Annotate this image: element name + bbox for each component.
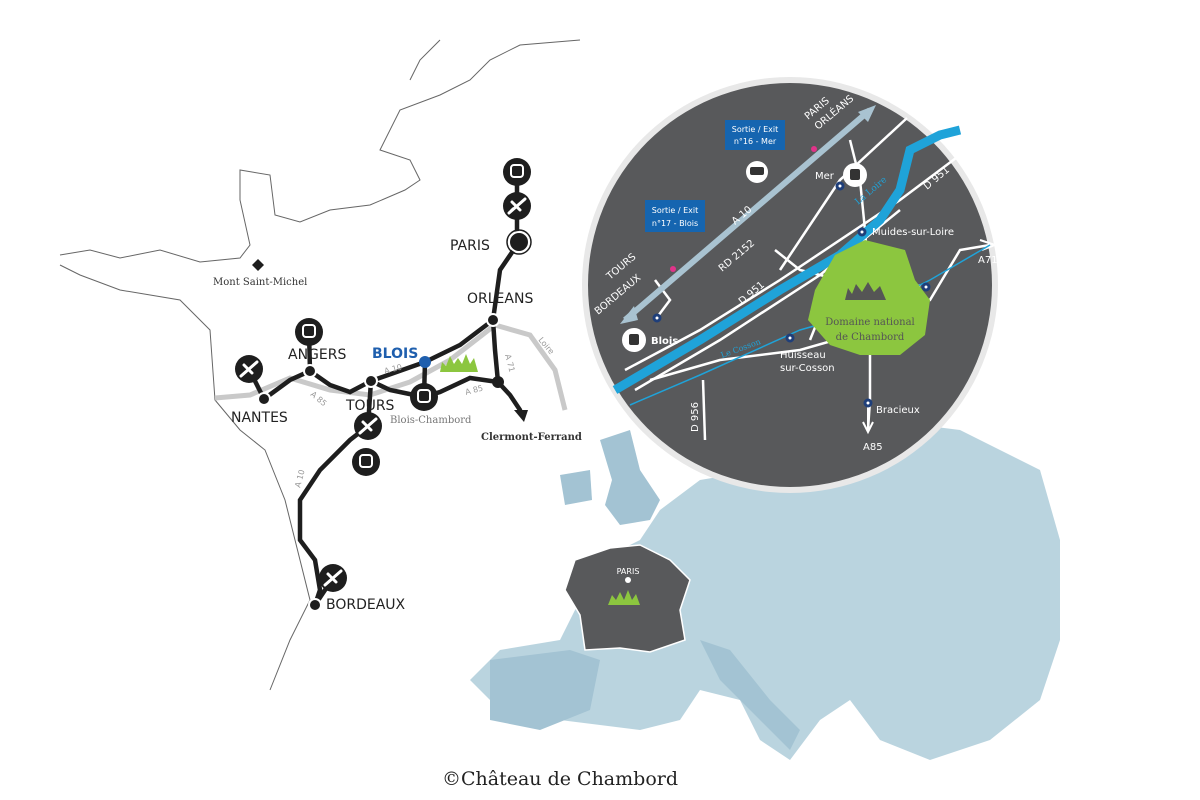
svg-text:Sortie / Exit: Sortie / Exit	[652, 206, 698, 215]
domain-label-1: Domaine national	[825, 317, 914, 328]
exit16-callout: Sortie / Exit n°16 - Mer	[725, 120, 785, 150]
chateau-icon	[608, 590, 640, 605]
italy	[700, 640, 800, 750]
exit17-marker	[670, 266, 676, 272]
bordeaux-plane-icon[interactable]	[319, 564, 347, 592]
bordeaux-node[interactable]	[308, 598, 322, 612]
chambord-inset-map: Domaine national de Chambord Sortie / Ex…	[582, 77, 998, 493]
bordeaux-label: BORDEAUX	[326, 597, 406, 613]
angers-node[interactable]	[303, 364, 317, 378]
tours-label: TOURS	[345, 398, 395, 414]
svg-text:n°16 - Mer: n°16 - Mer	[734, 137, 777, 146]
nantes-node[interactable]	[257, 392, 271, 406]
svg-text:Sortie / Exit: Sortie / Exit	[732, 125, 778, 134]
blois-train-icon	[622, 328, 646, 352]
a10-south-label: A 10	[293, 469, 306, 489]
paris-node[interactable]	[508, 231, 530, 253]
tours-plane-icon[interactable]	[354, 412, 382, 440]
svg-text:n°17 - Blois: n°17 - Blois	[652, 219, 698, 228]
angers-label: ANGERS	[288, 347, 346, 363]
angers-train-icon[interactable]	[295, 318, 323, 346]
paris-train-icon[interactable]	[503, 158, 531, 186]
huisseau-label-1: Huisseau	[780, 350, 826, 361]
mont-saint-michel-label: Mont Saint-Michel	[213, 277, 307, 288]
mer-label: Mer	[815, 171, 835, 182]
junction-node	[492, 376, 504, 388]
mont-saint-michel-marker	[252, 259, 264, 271]
exit16-marker	[811, 146, 817, 152]
a85-west-label: A 85	[309, 390, 329, 409]
france-outline	[59, 39, 581, 691]
chambord-castle-icon	[440, 354, 478, 372]
exit17-callout: Sortie / Exit n°17 - Blois	[645, 200, 705, 232]
europe-landmass	[470, 420, 1060, 760]
blois-label-inset: Blois	[651, 336, 678, 347]
orleans-node[interactable]	[486, 313, 500, 327]
inset-loire-river	[612, 125, 962, 394]
iberia	[490, 650, 600, 730]
blois-chambord-train-icon[interactable]	[410, 383, 438, 411]
a85-label-inset: A85	[863, 442, 883, 453]
blois-node[interactable]	[419, 356, 431, 368]
inset-chateau-icon	[845, 282, 886, 300]
transport-icons	[235, 158, 531, 592]
ireland	[560, 470, 592, 505]
bracieux-label: Bracieux	[876, 405, 920, 416]
muides-label: Muides-sur-Loire	[872, 227, 954, 238]
blois-chambord-label: Blois-Chambord	[390, 415, 472, 426]
domain-label-2: de Chambord	[836, 332, 905, 343]
inset-town-dots	[652, 181, 931, 408]
a85-east-label: A 85	[464, 384, 484, 397]
nantes-label: NANTES	[231, 410, 288, 426]
clermont-arrow-head	[514, 410, 528, 422]
loire-river	[214, 322, 568, 411]
nantes-plane-icon[interactable]	[235, 355, 263, 383]
britain	[600, 430, 660, 525]
blois-label: BLOIS	[372, 346, 418, 362]
paris-dot	[625, 577, 631, 583]
mer-train-icon	[843, 163, 867, 187]
tours-node[interactable]	[364, 374, 378, 388]
tours-train-icon[interactable]	[352, 448, 380, 476]
paris-plane-icon[interactable]	[503, 192, 531, 220]
europe-paris-label: PARIS	[617, 567, 640, 576]
d956-label: D 956	[690, 402, 701, 432]
orleans-label: ORLEANS	[467, 291, 533, 307]
a71-label-inset: A71	[978, 255, 998, 266]
clermont-ferrand-label: Clermont-Ferrand	[481, 432, 582, 443]
copyright-credit: ©Château de Chambord	[442, 768, 678, 790]
city-nodes	[252, 229, 532, 612]
paris-label: PARIS	[450, 238, 490, 254]
a71-label: A 71	[503, 353, 516, 373]
a10-motorway	[623, 107, 872, 323]
huisseau-label-2: sur-Cosson	[780, 363, 835, 374]
car-icon	[746, 161, 768, 183]
